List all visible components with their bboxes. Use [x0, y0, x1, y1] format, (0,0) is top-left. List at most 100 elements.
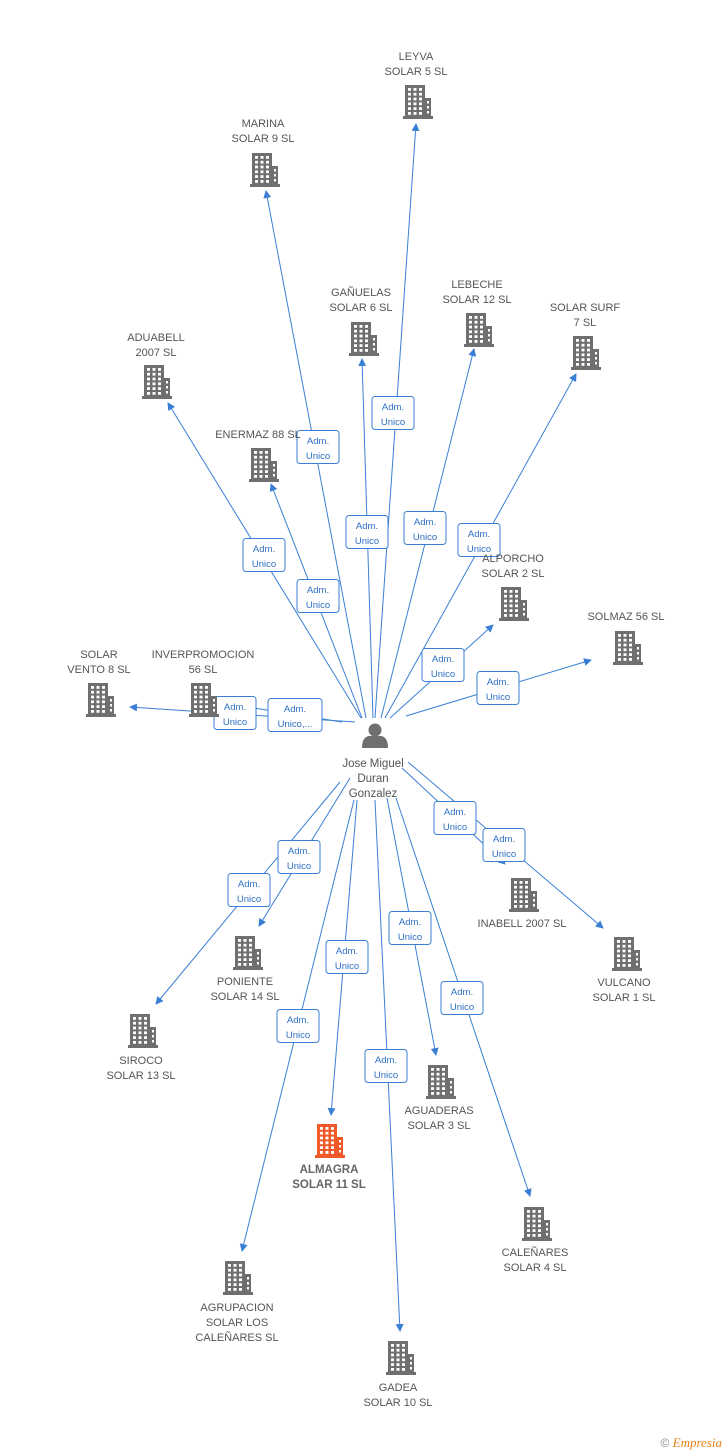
edge-label-aguaderas[interactable]: Adm. Unico [388, 911, 432, 945]
person-node[interactable]: Jose Miguel Duran Gonzalez [342, 723, 404, 801]
company-node-leyva[interactable]: LEYVA SOLAR 5 SL [385, 51, 448, 119]
company-label-line: SOLAR 11 SL [292, 1179, 366, 1191]
company-node-enermaz[interactable]: ENERMAZ 88 SL [215, 429, 301, 482]
building-icon [612, 937, 642, 971]
edge-label-text: Adm. [451, 987, 473, 998]
edge-label-text: Unico [252, 559, 276, 570]
company-label-line: SOLAR 6 SL [330, 302, 393, 314]
company-label-line: INVERPROMOCION [152, 649, 255, 661]
edge-label-text: Adm. [444, 807, 466, 818]
company-label-line: SOLAR SURF [550, 302, 621, 314]
company-label-line: SOLAR 10 SL [363, 1397, 432, 1409]
edge-label-leyva[interactable]: Adm.Unico [371, 396, 415, 430]
building-icon [223, 1261, 253, 1295]
edge-label-aduabell[interactable]: Adm. Unico [242, 538, 286, 572]
company-label-line: SOLAR 2 SL [482, 568, 545, 580]
edge-label-box [403, 511, 447, 545]
edge-label-inabell[interactable]: Adm. Unico [433, 801, 477, 835]
company-label-line: 7 SL [574, 317, 597, 329]
company-label-line: AGRUPACION [200, 1302, 273, 1314]
edge-label-text: Unico [443, 822, 467, 833]
edge-label-box [421, 648, 465, 682]
edge-label-text: Adm. [253, 544, 275, 555]
company-label-line: CALEÑARES SL [195, 1331, 278, 1344]
company-node-inverpromocion[interactable]: INVERPROMOCION 56 SL [152, 649, 255, 717]
company-node-ganuelas[interactable]: GAÑUELAS SOLAR 6 SL [330, 286, 393, 356]
company-label-line: SOLAR [80, 649, 117, 661]
building-icon [250, 153, 280, 187]
edge-label-inverpromocion[interactable]: Adm.Unico,... [267, 698, 323, 732]
edge-label-calenares[interactable]: Adm.Unico [440, 981, 484, 1015]
edge-label-text: Unico [467, 544, 491, 555]
company-node-solarsurf[interactable]: SOLAR SURF 7 SL [550, 302, 621, 370]
edge-label-solarsurf[interactable]: Adm. Unico [457, 523, 501, 557]
edge-label-box [276, 1009, 320, 1043]
edge-label-solarvento[interactable]: Adm.Unico [213, 696, 257, 730]
building-icon [403, 85, 433, 119]
building-icon [522, 1207, 552, 1241]
edge-label-lebeche[interactable]: Adm.Unico [403, 511, 447, 545]
edge-label-text: Unico [398, 932, 422, 943]
company-label-line: SOLMAZ 56 SL [587, 611, 664, 623]
building-icon [233, 936, 263, 970]
building-icon [86, 683, 116, 717]
company-label-line: LEYVA [399, 51, 434, 63]
company-label-line: ENERMAZ 88 SL [215, 429, 301, 441]
company-label-line: GADEA [379, 1382, 418, 1394]
edge-label-siroco[interactable]: Adm.Unico [227, 873, 271, 907]
edge-label-marina[interactable]: Adm.Unico [296, 430, 340, 464]
company-label-line: GAÑUELAS [331, 286, 391, 299]
edge-label-poniente[interactable]: Adm.Unico [277, 840, 321, 874]
edge-label-box [364, 1049, 408, 1083]
company-label-line: SOLAR 13 SL [106, 1070, 175, 1082]
building-icon [142, 365, 172, 399]
edge-label-agrupacion[interactable]: Adm. Unico [276, 1009, 320, 1043]
edge-label-text: Unico [287, 861, 311, 872]
edge-label-text: Adm. [284, 704, 306, 715]
building-icon [315, 1124, 345, 1158]
company-node-gadea[interactable]: GADEA SOLAR 10 SL [363, 1341, 433, 1409]
edge-label-box [433, 801, 477, 835]
edge-label-almagra[interactable]: Adm.Unico [325, 940, 369, 974]
edge-label-text: Adm. [356, 521, 378, 532]
company-node-solmaz[interactable]: SOLMAZ 56 SL [587, 611, 665, 665]
edge-label-text: Adm. [487, 677, 509, 688]
company-label-line: INABELL 2007 SL [478, 918, 567, 930]
edge-label-vulcano[interactable]: Adm.Unico [482, 828, 526, 862]
edge-label-text: Adm. [375, 1055, 397, 1066]
edge-label-gadea[interactable]: Adm.Unico [364, 1049, 408, 1083]
company-node-inabell[interactable]: INABELL 2007 SL [478, 878, 567, 930]
building-icon [249, 448, 279, 482]
edge-label-ganuelas[interactable]: Adm.Unico [345, 515, 389, 549]
edge-label-box [476, 671, 520, 705]
edge-label-box [388, 911, 432, 945]
edge-label-text: Unico [286, 1030, 310, 1041]
edge-label-text: Unico [431, 669, 455, 680]
company-label-line: SOLAR 5 SL [385, 66, 448, 78]
edge-label-box [345, 515, 389, 549]
edge-label-text: Adm. [382, 402, 404, 413]
edge-label-text: Unico [223, 717, 247, 728]
edge-label-text: Adm. [399, 917, 421, 928]
edge-label-enermaz[interactable]: Adm.Unico [296, 579, 340, 613]
edge-label-alporcho[interactable]: Adm.Unico [421, 648, 465, 682]
company-label-line: SOLAR 14 SL [210, 991, 279, 1003]
edge-label-solmaz[interactable]: Adm.Unico [476, 671, 520, 705]
edge-label-text: Adm. [307, 585, 329, 596]
edge-label-text: Adm. [287, 1015, 309, 1026]
company-label-line: 56 SL [189, 664, 218, 676]
edge-label-text: Adm. [468, 529, 490, 540]
